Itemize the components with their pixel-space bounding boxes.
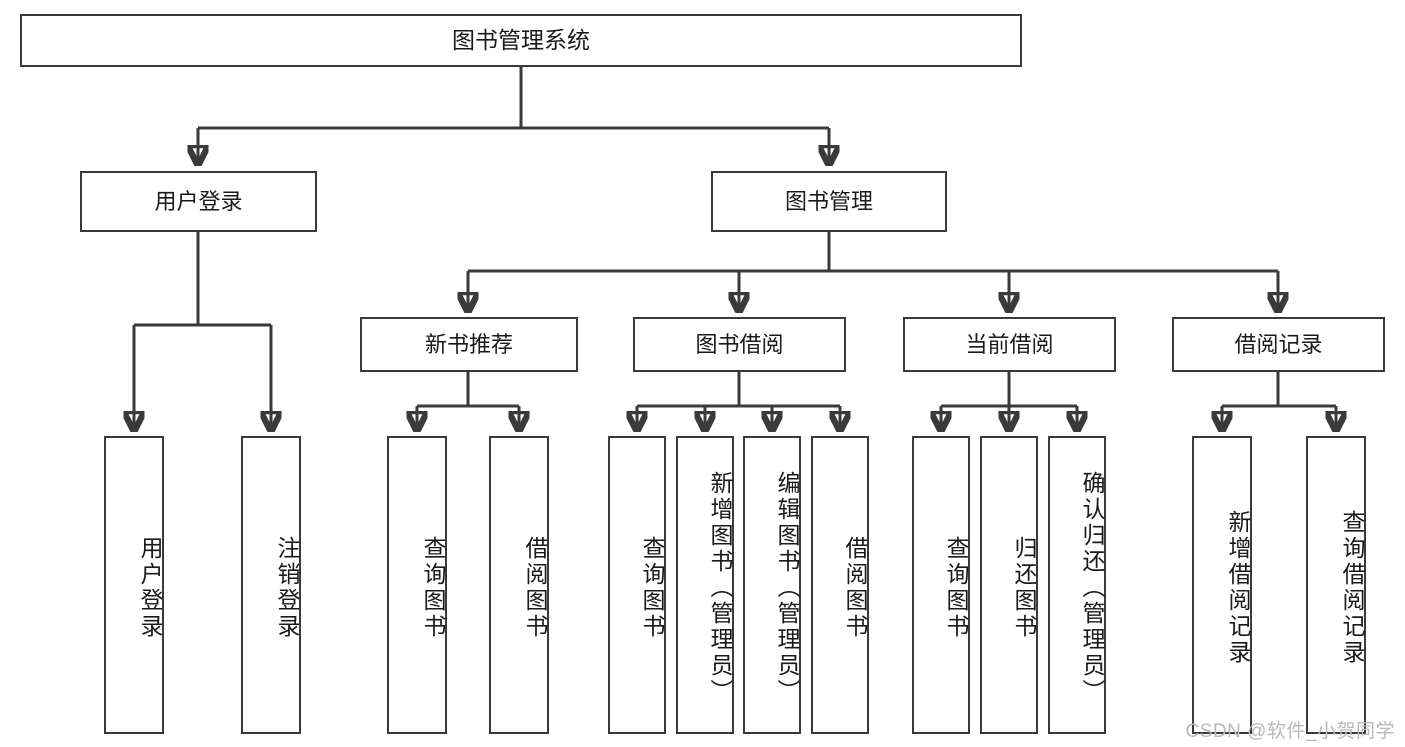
node-user-login[interactable]: 用户登录 xyxy=(80,171,317,232)
leaf-label: 注销登录 xyxy=(274,536,300,640)
node-book-borrow[interactable]: 图书借阅 xyxy=(633,317,846,372)
leaf-user-login-login[interactable]: 用户登录 xyxy=(104,436,164,734)
leaf-label: 查询图书 xyxy=(943,536,969,640)
leaf-book-borrow-add-book-admin[interactable]: 新增图书（管理员） xyxy=(676,436,734,734)
node-new-book-recommend[interactable]: 新书推荐 xyxy=(360,317,578,372)
leaf-label: 查询图书 xyxy=(639,536,665,640)
node-book-management[interactable]: 图书管理 xyxy=(711,171,947,232)
leaf-label: 借阅图书 xyxy=(522,536,548,640)
leaf-book-borrow-borrow-book[interactable]: 借阅图书 xyxy=(811,436,869,734)
leaf-label: 编辑图书（管理员） xyxy=(774,471,800,705)
leaf-book-borrow-query-book[interactable]: 查询图书 xyxy=(608,436,666,734)
leaf-new-book-query-book[interactable]: 查询图书 xyxy=(387,436,447,734)
leaf-user-login-logout[interactable]: 注销登录 xyxy=(241,436,301,734)
leaf-label: 归还图书 xyxy=(1011,536,1037,640)
leaf-book-borrow-edit-book-admin[interactable]: 编辑图书（管理员） xyxy=(743,436,801,734)
leaf-new-book-borrow-book[interactable]: 借阅图书 xyxy=(489,436,549,734)
leaf-label: 借阅图书 xyxy=(842,536,868,640)
csdn-watermark: CSDN @软件_小贺同学 xyxy=(1185,721,1395,742)
leaf-label: 新增借阅记录 xyxy=(1225,510,1251,666)
leaf-label: 新增图书（管理员） xyxy=(707,471,733,705)
leaf-current-borrow-return-book[interactable]: 归还图书 xyxy=(980,436,1038,734)
leaf-label: 查询借阅记录 xyxy=(1339,510,1365,666)
node-current-borrow[interactable]: 当前借阅 xyxy=(903,317,1116,372)
leaf-label: 确认归还（管理员） xyxy=(1079,471,1105,705)
leaf-current-borrow-query-book[interactable]: 查询图书 xyxy=(912,436,970,734)
leaf-current-borrow-confirm-return-admin[interactable]: 确认归还（管理员） xyxy=(1048,436,1106,734)
leaf-borrow-record-query-record[interactable]: 查询借阅记录 xyxy=(1306,436,1366,734)
leaf-label: 查询图书 xyxy=(420,536,446,640)
node-root-book-management-system[interactable]: 图书管理系统 xyxy=(20,14,1022,67)
leaf-label: 用户登录 xyxy=(137,536,163,640)
node-borrow-record[interactable]: 借阅记录 xyxy=(1172,317,1385,372)
leaf-borrow-record-add-record[interactable]: 新增借阅记录 xyxy=(1192,436,1252,734)
